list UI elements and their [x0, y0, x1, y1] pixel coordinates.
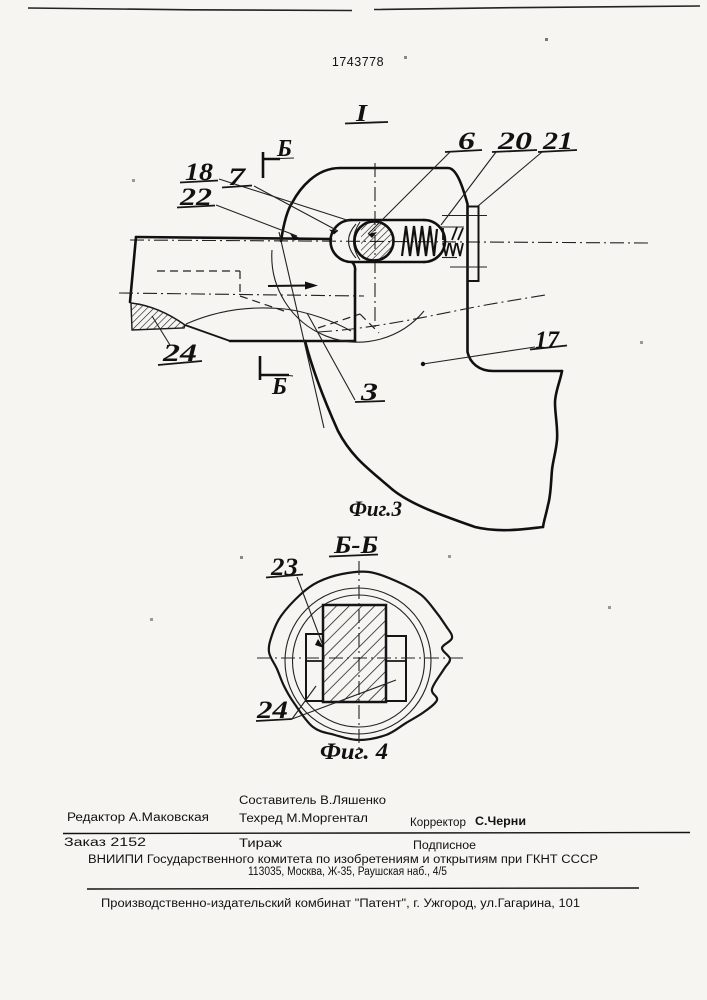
- svg-text:Б: Б: [271, 374, 287, 400]
- svg-text:Корректор: Корректор: [410, 817, 466, 829]
- svg-text:ВНИИПИ Государственного комите: ВНИИПИ Государственного комитета по изоб…: [88, 854, 598, 866]
- svg-text:3: 3: [360, 379, 378, 406]
- svg-text:17: 17: [535, 327, 560, 354]
- svg-text:Подписное: Подписное: [413, 840, 476, 852]
- svg-text:С.Черни: С.Черни: [475, 816, 526, 828]
- svg-text:I: I: [355, 101, 369, 127]
- svg-text:Б: Б: [276, 136, 292, 162]
- svg-text:6: 6: [458, 128, 476, 155]
- svg-text:1743778: 1743778: [332, 55, 384, 69]
- svg-text:Редактор А.Маковская: Редактор А.Маковская: [67, 812, 209, 824]
- svg-text:Фиг. 4: Фиг. 4: [320, 739, 388, 764]
- svg-text:Тираж: Тираж: [239, 838, 282, 850]
- svg-text:Техред М.Моргентал: Техред М.Моргентал: [239, 813, 368, 825]
- svg-text:Фиг.3: Фиг.3: [349, 496, 402, 521]
- svg-text:7: 7: [228, 164, 247, 191]
- svg-text:Производственно-издательский к: Производственно-издательский комбинат "П…: [101, 898, 580, 910]
- svg-text:113035, Москва, Ж-35, Раушская: 113035, Москва, Ж-35, Раушская наб., 4/5: [248, 866, 447, 878]
- svg-text:Составитель В.Ляшенко: Составитель В.Ляшенко: [239, 795, 386, 807]
- svg-text:Заказ 2152: Заказ 2152: [64, 837, 146, 849]
